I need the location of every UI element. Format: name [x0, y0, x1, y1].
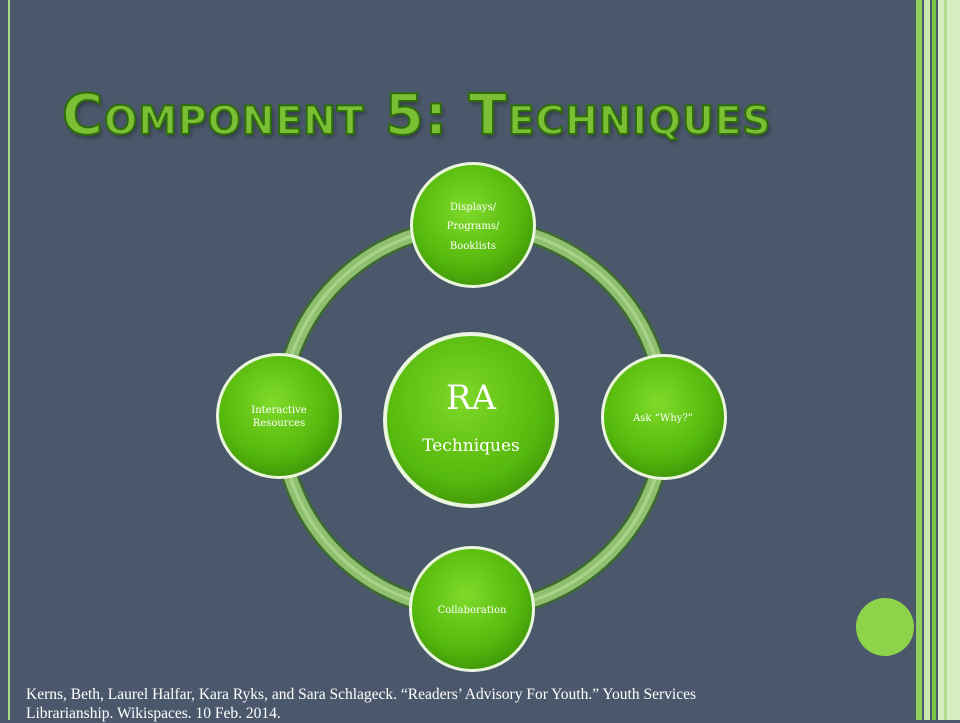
- bottom-label: Collaboration: [438, 605, 507, 616]
- citation-line-1: Kerns, Beth, Laurel Halfar, Kara Ryks, a…: [26, 686, 696, 703]
- top-label-3: Booklists: [450, 241, 496, 252]
- citation-line-2: Librarianship. Wikispaces. 10 Feb. 2014.: [26, 705, 281, 722]
- center-node: RA Techniques: [383, 332, 559, 508]
- node-displays-programs-booklists: Displays/ Programs/ Booklists: [410, 162, 536, 288]
- top-label-1: Displays/: [450, 202, 497, 213]
- center-label-1: RA: [446, 378, 497, 418]
- cycle-diagram: RA Techniques Displays/ Programs/ Bookli…: [216, 162, 914, 672]
- left-label-1: Interactive: [251, 405, 307, 416]
- node-collaboration: Collaboration: [409, 546, 535, 672]
- node-interactive-resources: Interactive Resources: [216, 353, 342, 479]
- top-label-2: Programs/: [447, 221, 500, 232]
- right-label: Ask “Why?”: [632, 413, 693, 424]
- slide-title: Component 5: Techniques: [61, 83, 772, 148]
- corner-decoration-circle: [856, 598, 914, 656]
- center-label-2: Techniques: [422, 436, 520, 456]
- node-ask-why: Ask “Why?”: [601, 354, 727, 480]
- citation: Kerns, Beth, Laurel Halfar, Kara Ryks, a…: [26, 685, 886, 723]
- left-label-2: Resources: [253, 418, 305, 429]
- right-border-stripes: [916, 0, 960, 720]
- left-border-line: [8, 0, 10, 720]
